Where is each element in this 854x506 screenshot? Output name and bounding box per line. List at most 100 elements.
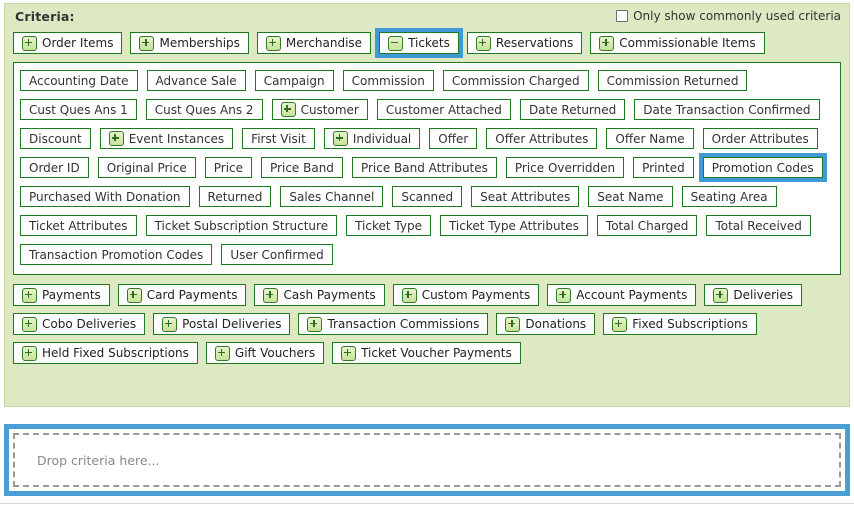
criteria-chip-order-id[interactable]: Order ID — [20, 157, 89, 178]
criteria-chip-label: Ticket Subscription Structure — [154, 218, 329, 233]
group-button-donations[interactable]: Donations — [496, 313, 596, 335]
group-button-reservations[interactable]: Reservations — [466, 32, 583, 54]
criteria-chip-returned[interactable]: Returned — [198, 186, 272, 207]
group-button-label: Cash Payments — [283, 288, 376, 302]
criteria-chip-purchased-with-donation[interactable]: Purchased With Donation — [20, 186, 190, 207]
dropzone-inner[interactable]: Drop criteria here... — [13, 433, 841, 487]
checkbox-unchecked-icon[interactable] — [616, 10, 629, 22]
group-button-tickets[interactable]: Tickets — [375, 28, 463, 58]
group-button-label: Order Items — [42, 36, 114, 50]
criteria-chip-seat-name[interactable]: Seat Name — [588, 186, 673, 207]
plus-icon — [108, 131, 124, 146]
criteria-chip-printed[interactable]: Printed — [633, 157, 694, 178]
criteria-chip-label: Printed — [642, 160, 685, 175]
group-button-label: Memberships — [159, 36, 240, 50]
criteria-chip-label: Accounting Date — [29, 73, 129, 88]
criteria-chip-label: Offer Attributes — [495, 131, 589, 146]
lower-group-row: Cobo Deliveries Postal Deliveries Transact… — [13, 313, 841, 335]
criteria-chip-customer[interactable]: Customer — [271, 99, 368, 120]
criteria-chip-label: Discount — [29, 131, 82, 146]
ticket-criteria-list: Accounting Date Advance Sale Campaign Commi… — [20, 70, 834, 265]
criteria-chip-original-price[interactable]: Original Price — [97, 157, 196, 178]
criteria-panel: Criteria: Only show commonly used criter… — [4, 3, 850, 407]
plus-icon — [713, 287, 729, 303]
criteria-chip-event-instances[interactable]: Event Instances — [99, 128, 234, 149]
criteria-chip-label: Promotion Codes — [711, 160, 814, 175]
group-button-deliveries[interactable]: Deliveries — [704, 284, 803, 306]
criteria-chip-transaction-promotion-codes[interactable]: Transaction Promotion Codes — [20, 244, 213, 265]
group-button-account-payments[interactable]: Account Payments — [547, 284, 697, 306]
group-button-payments[interactable]: Payments — [13, 284, 110, 306]
criteria-chip-offer-name[interactable]: Offer Name — [606, 128, 694, 149]
criteria-chip-first-visit[interactable]: First Visit — [242, 128, 315, 149]
criteria-chip-commission[interactable]: Commission — [342, 70, 434, 91]
criteria-chip-scanned[interactable]: Scanned — [392, 186, 463, 207]
criteria-chip-accounting-date[interactable]: Accounting Date — [20, 70, 138, 91]
criteria-chip-label: Commission Charged — [451, 73, 580, 88]
criteria-chip-ticket-type-attributes[interactable]: Ticket Type Attributes — [439, 215, 588, 236]
criteria-chip-cust-ques-ans-2[interactable]: Cust Ques Ans 2 — [145, 99, 263, 120]
group-button-ticket-voucher-payments[interactable]: Ticket Voucher Payments — [332, 342, 521, 364]
plus-icon — [341, 345, 357, 361]
group-button-label: Account Payments — [576, 288, 688, 302]
criteria-chip-order-attributes[interactable]: Order Attributes — [702, 128, 818, 149]
group-button-held-fixed-subscriptions[interactable]: Held Fixed Subscriptions — [13, 342, 198, 364]
criteria-chip-individual[interactable]: Individual — [323, 128, 421, 149]
criteria-chip-offer[interactable]: Offer — [429, 128, 478, 149]
criteria-chip-ticket-type[interactable]: Ticket Type — [346, 215, 431, 236]
criteria-chip-ticket-subscription-structure[interactable]: Ticket Subscription Structure — [145, 215, 338, 236]
criteria-chip-campaign[interactable]: Campaign — [254, 70, 334, 91]
criteria-chip-commission-charged[interactable]: Commission Charged — [442, 70, 589, 91]
criteria-chip-total-charged[interactable]: Total Charged — [596, 215, 698, 236]
criteria-chip-sales-channel[interactable]: Sales Channel — [280, 186, 384, 207]
criteria-chip-cust-ques-ans-1[interactable]: Cust Ques Ans 1 — [20, 99, 137, 120]
criteria-chip-total-received[interactable]: Total Received — [706, 215, 811, 236]
criteria-chip-ticket-attributes[interactable]: Ticket Attributes — [20, 215, 137, 236]
plus-icon — [22, 287, 37, 303]
group-button-card-payments[interactable]: Card Payments — [117, 284, 247, 306]
criteria-chip-user-confirmed[interactable]: User Confirmed — [221, 244, 333, 265]
criteria-chip-price[interactable]: Price — [204, 157, 253, 178]
criteria-chip-label: Offer — [438, 131, 469, 146]
criteria-chip-label: Customer — [300, 102, 359, 117]
criteria-chip-label: Purchased With Donation — [29, 189, 181, 204]
page-title: Criteria: — [15, 9, 75, 24]
group-button-commissionable-items[interactable]: Commissionable Items — [590, 32, 765, 54]
criteria-chip-label: Cust Ques Ans 2 — [154, 102, 254, 117]
criteria-chip-label: Ticket Type Attributes — [448, 218, 579, 233]
criteria-chip-price-band-attributes[interactable]: Price Band Attributes — [351, 157, 497, 178]
group-button-postal-deliveries[interactable]: Postal Deliveries — [153, 313, 291, 335]
lower-group-button-rows: Payments Card Payments Cash Payments Custom… — [5, 284, 849, 364]
criteria-chip-discount[interactable]: Discount — [20, 128, 91, 149]
group-button-merchandise[interactable]: Merchandise — [256, 32, 372, 54]
group-button-label: Held Fixed Subscriptions — [42, 346, 189, 360]
group-button-cash-payments[interactable]: Cash Payments — [254, 284, 385, 306]
criteria-chip-price-band[interactable]: Price Band — [261, 157, 343, 178]
plus-icon — [265, 35, 281, 51]
plus-icon — [139, 35, 155, 51]
criteria-chip-customer-attached[interactable]: Customer Attached — [376, 99, 511, 120]
group-button-fixed-subscriptions[interactable]: Fixed Subscriptions — [603, 313, 757, 335]
group-button-transaction-commissions[interactable]: Transaction Commissions — [298, 313, 489, 335]
criteria-dropzone[interactable]: Drop criteria here... — [4, 424, 850, 496]
group-button-memberships[interactable]: Memberships — [130, 32, 249, 54]
criteria-chip-label: Offer Name — [615, 131, 685, 146]
group-button-custom-payments[interactable]: Custom Payments — [392, 284, 540, 306]
criteria-chip-seating-area[interactable]: Seating Area — [681, 186, 777, 207]
group-button-gift-vouchers[interactable]: Gift Vouchers — [205, 342, 325, 364]
criteria-chip-date-returned[interactable]: Date Returned — [519, 99, 626, 120]
group-button-order-items[interactable]: Order Items — [13, 32, 123, 54]
group-button-cobo-deliveries[interactable]: Cobo Deliveries — [13, 313, 146, 335]
commonly-used-filter[interactable]: Only show commonly used criteria — [616, 9, 841, 23]
criteria-chip-commission-returned[interactable]: Commission Returned — [597, 70, 748, 91]
plus-icon — [22, 35, 37, 51]
criteria-chip-advance-sale[interactable]: Advance Sale — [146, 70, 246, 91]
minus-icon — [388, 35, 404, 51]
criteria-chip-date-transaction-confirmed[interactable]: Date Transaction Confirmed — [634, 99, 820, 120]
criteria-chip-label: Original Price — [106, 160, 187, 175]
criteria-chip-offer-attributes[interactable]: Offer Attributes — [486, 128, 598, 149]
criteria-chip-promotion-codes[interactable]: Promotion Codes — [698, 153, 827, 182]
criteria-chip-price-overridden[interactable]: Price Overridden — [505, 157, 625, 178]
criteria-chip-seat-attributes[interactable]: Seat Attributes — [471, 186, 580, 207]
criteria-chip-label: Advance Sale — [155, 73, 237, 88]
